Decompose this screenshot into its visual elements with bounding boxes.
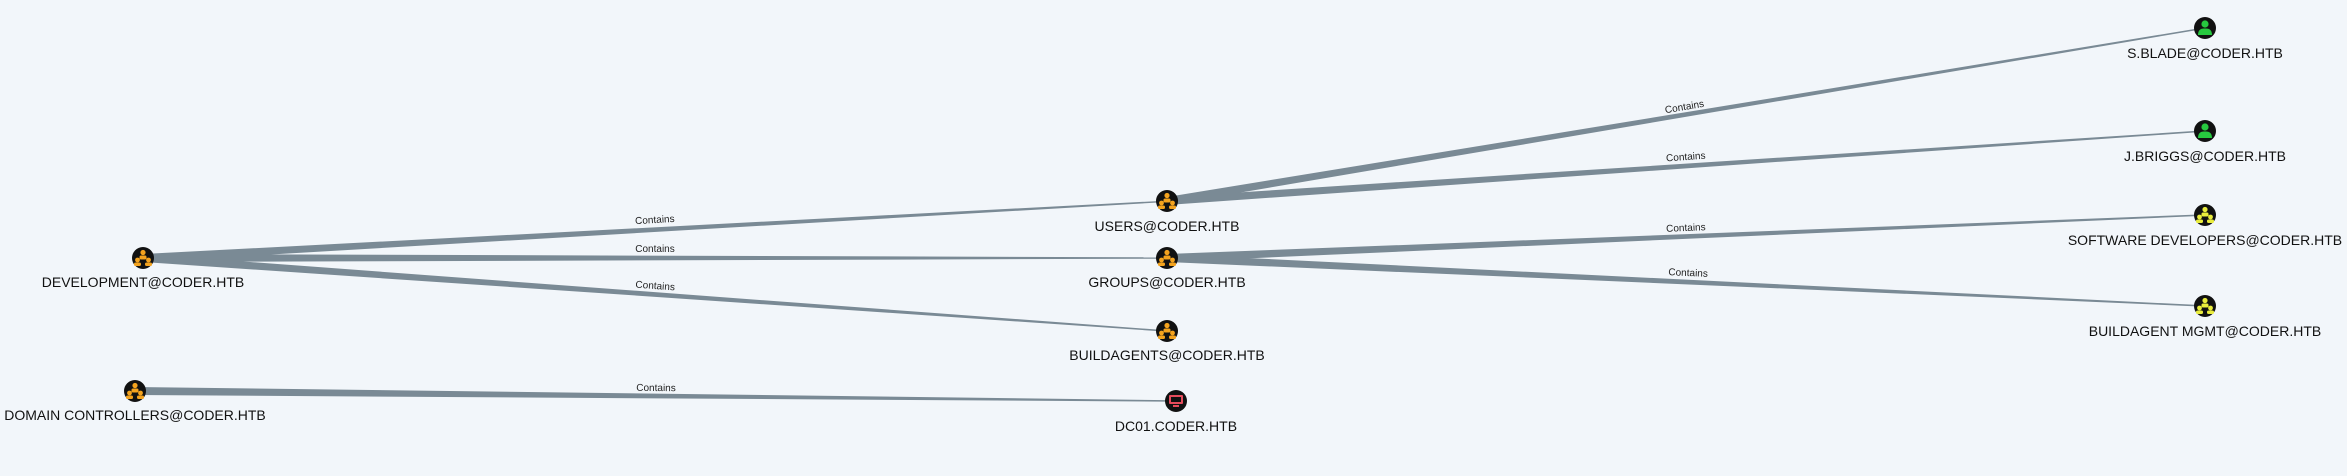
edge-groups-software-developers[interactable] — [1167, 214, 2205, 262]
group-glyph — [2196, 297, 2214, 314]
edge-labels: Contains Contains Contains Contains Cont… — [635, 99, 1708, 394]
node-label: USERS@CODER.HTB — [1095, 218, 1240, 234]
edge-label-development-buildagents: Contains — [635, 280, 675, 294]
node-label: DC01.CODER.HTB — [1115, 418, 1237, 434]
node-groups[interactable]: GROUPS@CODER.HTB — [1088, 247, 1246, 290]
group-glyph — [1158, 249, 1176, 266]
computer-glyph — [1169, 395, 1183, 407]
node-label: DOMAIN CONTROLLERS@CODER.HTB — [4, 407, 266, 423]
node-s-blade[interactable]: S.BLADE@CODER.HTB — [2127, 17, 2283, 61]
edge-label-users-j-briggs: Contains — [1666, 151, 1706, 165]
edge-label-domain-controllers-dc01: Contains — [636, 383, 676, 394]
edge-users-j-briggs[interactable] — [1167, 130, 2205, 205]
group-glyph — [2196, 206, 2214, 223]
node-dc01[interactable]: DC01.CODER.HTB — [1115, 390, 1237, 434]
node-users[interactable]: USERS@CODER.HTB — [1095, 190, 1240, 234]
edge-development-buildagents[interactable] — [143, 254, 1167, 332]
user-icon — [2194, 120, 2216, 142]
edge-users-s-blade[interactable] — [1167, 27, 2205, 205]
edge-label-development-groups: Contains — [635, 244, 674, 255]
user-glyph — [2198, 20, 2212, 35]
edge-development-groups[interactable] — [143, 254, 1167, 262]
group-glyph — [1158, 192, 1176, 209]
node-development[interactable]: DEVELOPMENT@CODER.HTB — [42, 247, 244, 290]
node-buildagents[interactable]: BUILDAGENTS@CODER.HTB — [1069, 320, 1265, 363]
node-label: BUILDAGENT MGMT@CODER.HTB — [2089, 323, 2322, 339]
node-domain-controllers[interactable]: DOMAIN CONTROLLERS@CODER.HTB — [4, 380, 266, 423]
user-glyph — [2198, 123, 2212, 138]
edge-domain-controllers-dc01[interactable] — [135, 387, 1176, 402]
node-label: BUILDAGENTS@CODER.HTB — [1069, 347, 1264, 363]
node-software-developers[interactable]: SOFTWARE DEVELOPERS@CODER.HTB — [2068, 204, 2342, 248]
edge-label-groups-buildagent-mgmt: Contains — [1668, 267, 1708, 280]
node-label: J.BRIGGS@CODER.HTB — [2124, 148, 2286, 164]
group-glyph — [1158, 322, 1176, 339]
group-glyph — [126, 382, 144, 399]
edges — [135, 27, 2205, 402]
group-glyph — [134, 249, 152, 266]
node-label: DEVELOPMENT@CODER.HTB — [42, 274, 244, 290]
edge-development-users[interactable] — [143, 200, 1167, 262]
node-j-briggs[interactable]: J.BRIGGS@CODER.HTB — [2124, 120, 2286, 164]
node-label: SOFTWARE DEVELOPERS@CODER.HTB — [2068, 232, 2342, 248]
edge-groups-buildagent-mgmt[interactable] — [1167, 254, 2205, 307]
node-label: GROUPS@CODER.HTB — [1088, 274, 1245, 290]
edge-label-development-users: Contains — [635, 214, 675, 227]
user-icon — [2194, 17, 2216, 39]
node-label: S.BLADE@CODER.HTB — [2127, 45, 2283, 61]
node-buildagent-mgmt[interactable]: BUILDAGENT MGMT@CODER.HTB — [2089, 295, 2322, 339]
edge-label-groups-software-developers: Contains — [1666, 222, 1706, 235]
